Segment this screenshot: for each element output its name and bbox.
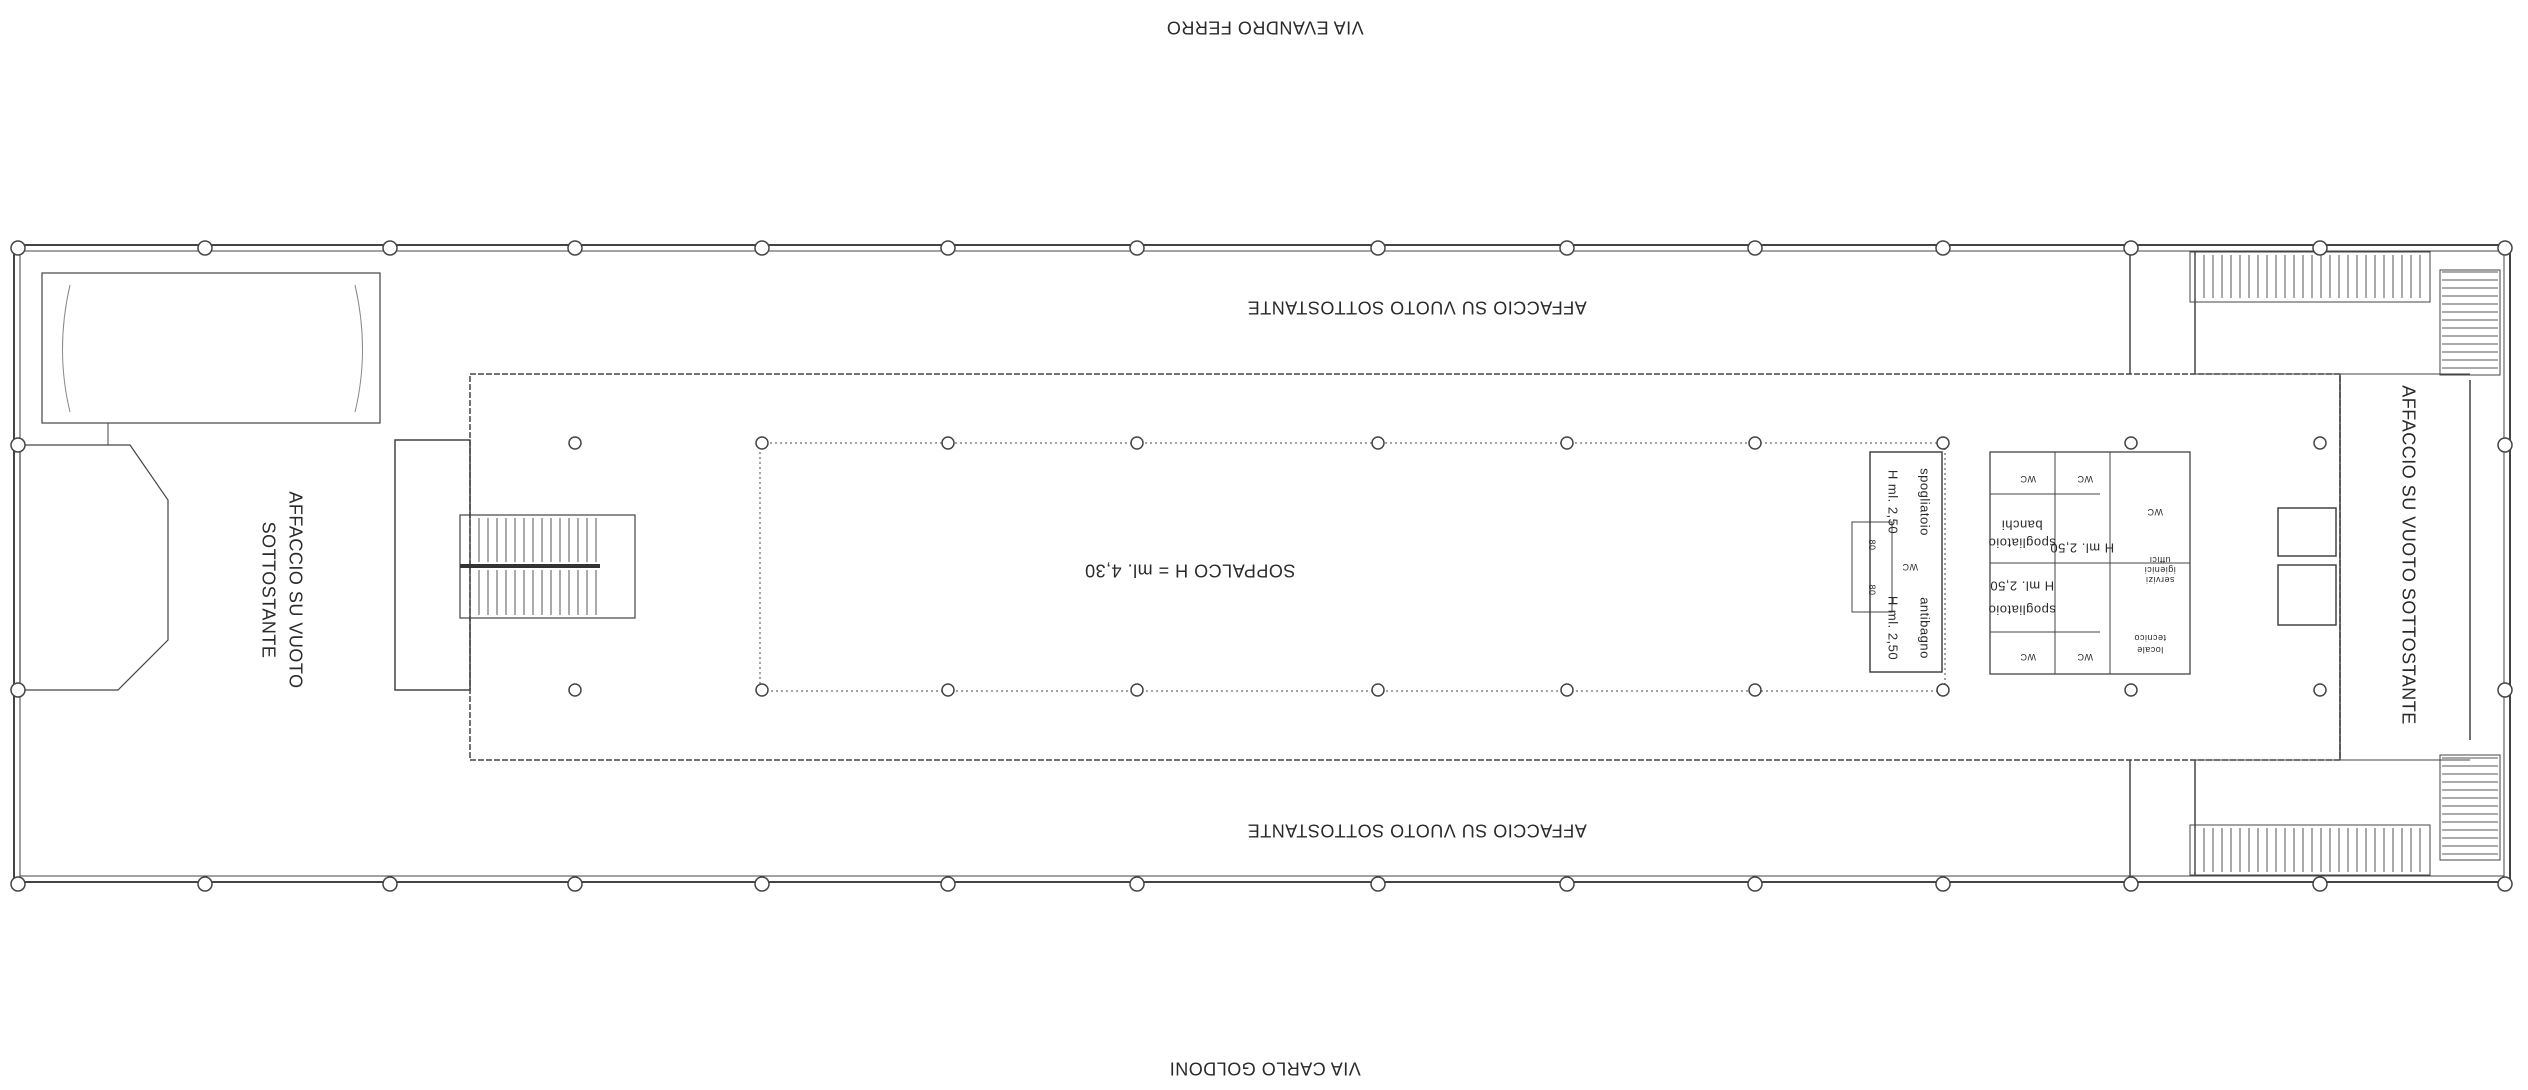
wc-label-3: WC — [2147, 507, 2163, 517]
structural-column — [10, 240, 26, 256]
dim-label-a: 80 — [1867, 539, 1877, 551]
structural-column — [567, 240, 583, 256]
structural-column — [1936, 436, 1950, 450]
mid-height-label: H ml. 2,50 — [2049, 540, 2115, 556]
elevator-2 — [2277, 564, 2337, 626]
structural-column — [567, 876, 583, 892]
structural-column — [1370, 876, 1386, 892]
services-label-1: servizi — [2145, 575, 2175, 585]
structural-column — [1560, 683, 1574, 697]
changing-room-1-label: spogliatoio — [1917, 468, 1933, 536]
structural-column — [2497, 876, 2513, 892]
structural-column — [941, 436, 955, 450]
building-outer-wall — [13, 244, 2511, 883]
structural-column — [1747, 240, 1763, 256]
structural-column — [568, 436, 582, 450]
structural-column — [1560, 436, 1574, 450]
structural-column — [754, 240, 770, 256]
structural-column — [2312, 240, 2328, 256]
changing-room-3-label: spogliatoio — [1988, 602, 2056, 618]
changing-rooms-block — [1869, 451, 1943, 673]
void-left-label-1: AFFACCIO SU VUOTO — [285, 491, 306, 689]
structural-column — [1370, 240, 1386, 256]
structural-column — [1748, 683, 1762, 697]
wc-label-2: WC — [2077, 474, 2093, 484]
changing-room-2-label: spogliatoio — [1988, 535, 2056, 551]
structural-column — [754, 876, 770, 892]
structural-column — [941, 683, 955, 697]
tech-room-label-2: tecnico — [2133, 633, 2167, 643]
dim-block — [1851, 521, 1893, 613]
structural-column — [755, 436, 769, 450]
mezzanine-label: SOPPALCO H = ml. 4,30 — [1084, 560, 1296, 581]
structural-column — [2497, 437, 2513, 453]
antibath-label: antibagno — [1917, 597, 1933, 659]
wc-label-6: WC — [2077, 652, 2093, 662]
structural-column — [2124, 683, 2138, 697]
antibath-height: H ml. 2,50 — [1885, 595, 1901, 661]
changing-room-1-height: H ml. 2,50 — [1885, 469, 1901, 535]
structural-column — [2312, 876, 2328, 892]
services-label-3: uffici — [2149, 555, 2171, 565]
structural-column — [1371, 683, 1385, 697]
tech-room-label-1: locale — [2136, 645, 2164, 655]
structural-column — [940, 876, 956, 892]
structural-column — [2497, 240, 2513, 256]
structural-column — [1129, 876, 1145, 892]
structural-column — [940, 240, 956, 256]
void-right-label: AFFACCIO SU VUOTO SOTTOSTANTE — [2398, 385, 2419, 725]
ramp-floor — [19, 444, 169, 691]
structural-column — [2313, 683, 2327, 697]
structural-column — [197, 240, 213, 256]
stair-right-bottom-side — [2439, 754, 2501, 861]
structural-column — [1559, 240, 1575, 256]
structural-column — [568, 683, 582, 697]
structural-column — [1747, 876, 1763, 892]
structural-column — [1936, 683, 1950, 697]
wc-label-5: WC — [2020, 652, 2036, 662]
wc-label-1: WC — [2020, 474, 2036, 484]
structural-column — [1935, 876, 1951, 892]
changing-room-2-sub: banchi — [2001, 517, 2043, 533]
void-top-label: AFFACCIO SU VUOTO SOTTOSTANTE — [1247, 297, 1587, 318]
stair-enclosure — [394, 439, 471, 691]
dim-label-b: 80 — [1867, 584, 1877, 596]
services-label-2: igienici — [2144, 565, 2176, 575]
ramp-structure — [41, 272, 381, 424]
structural-column — [755, 683, 769, 697]
structural-column — [1748, 436, 1762, 450]
structural-column — [1559, 876, 1575, 892]
structural-column — [10, 682, 26, 698]
street-south-label: VIA CARLO GOLDONI — [1169, 1058, 1361, 1079]
stair-right-bottom — [2189, 824, 2431, 876]
elevator-1 — [2277, 507, 2337, 557]
stair-right-top-side — [2439, 269, 2501, 376]
structural-column — [197, 876, 213, 892]
structural-column — [1130, 683, 1144, 697]
structural-column — [2497, 682, 2513, 698]
structural-column — [10, 876, 26, 892]
structural-column — [2124, 436, 2138, 450]
changing-room-3-height: H ml. 2,50 — [1989, 578, 2055, 594]
structural-column — [2123, 240, 2139, 256]
structural-column — [382, 876, 398, 892]
mezzanine-outline — [469, 373, 2341, 761]
structural-column — [1371, 436, 1385, 450]
structural-column — [10, 437, 26, 453]
column-grid-line — [759, 442, 1946, 692]
structural-column — [1935, 240, 1951, 256]
void-left-label-2: SOTTOSTANTE — [258, 521, 279, 659]
structural-column — [2123, 876, 2139, 892]
structural-column — [2313, 436, 2327, 450]
stair-right-top — [2189, 251, 2431, 303]
structural-column — [1129, 240, 1145, 256]
structural-column — [382, 240, 398, 256]
wc-label-4: WC — [1902, 562, 1918, 572]
void-bottom-label: AFFACCIO SU VUOTO SOTTOSTANTE — [1247, 820, 1587, 841]
street-north-label: VIA EVANDRO FERRO — [1166, 17, 1364, 38]
structural-column — [1130, 436, 1144, 450]
